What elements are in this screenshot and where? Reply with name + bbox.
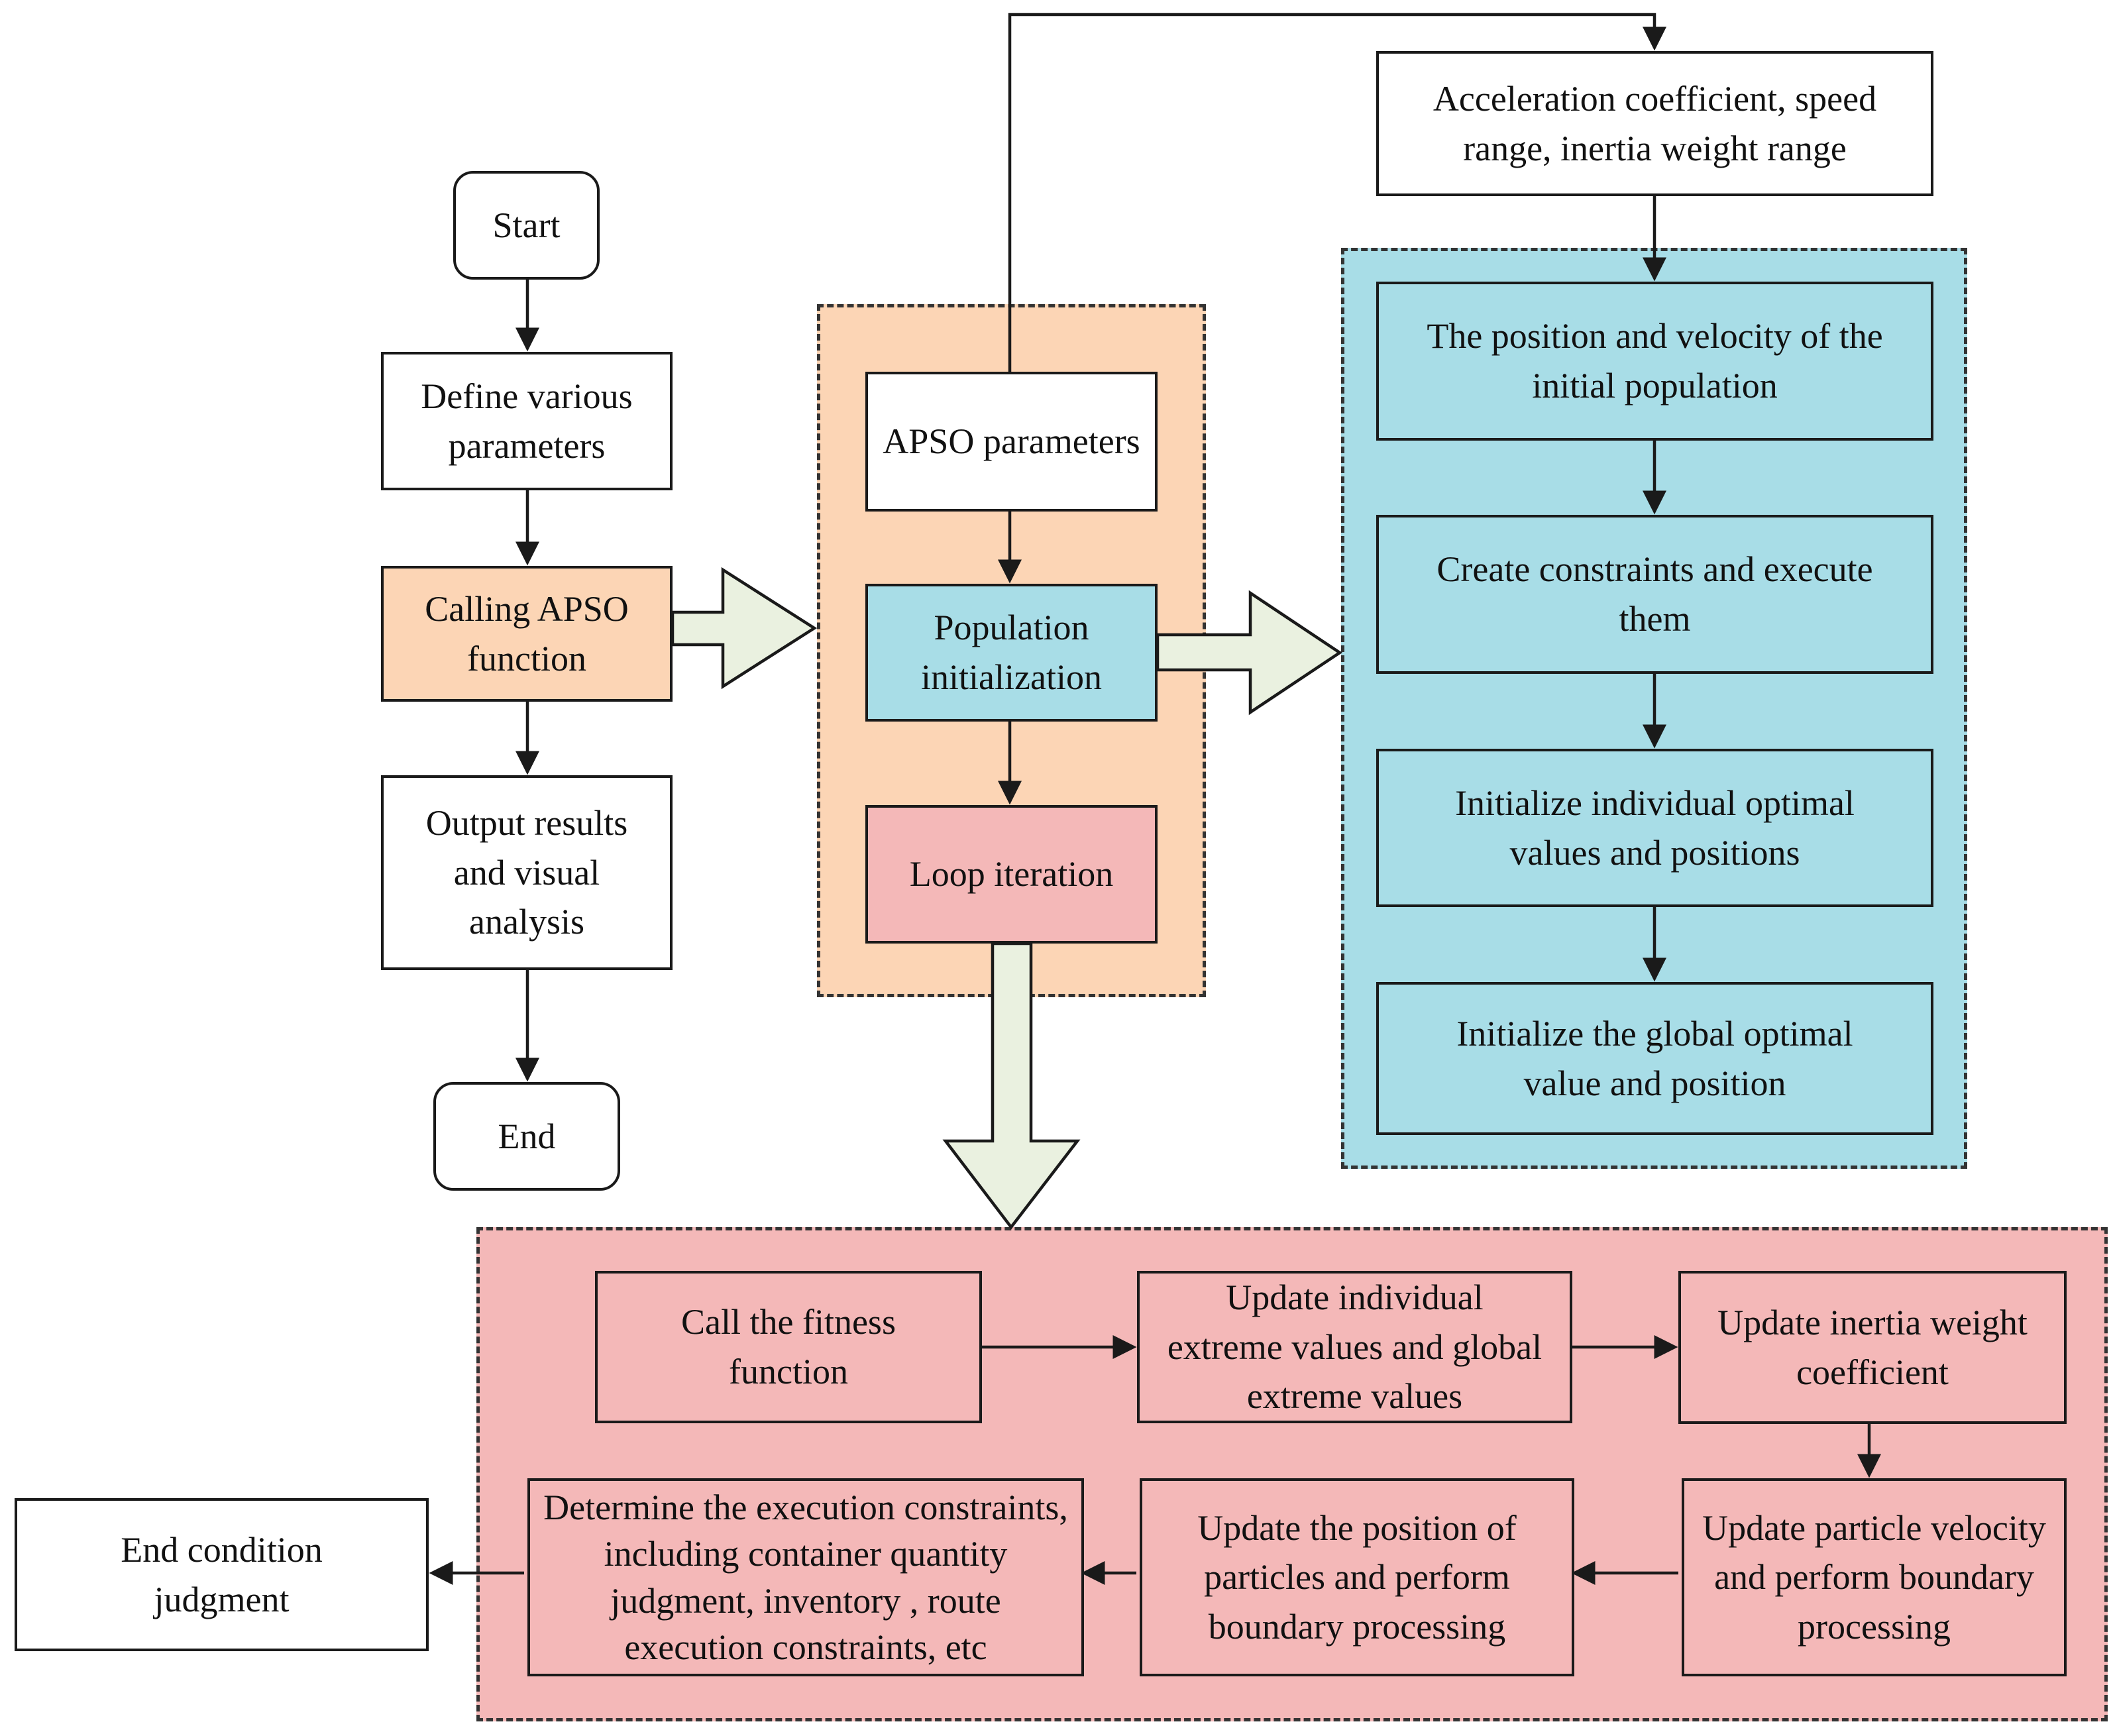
define-parameters-node: Define various parameters <box>381 352 673 490</box>
initialize-individual-optimal-node: Initialize individual optimal values and… <box>1376 749 1933 907</box>
big-arrow-calling-to-apso <box>671 567 818 690</box>
start-node: Start <box>453 171 600 280</box>
output-results-node: Output results and visual analysis <box>381 775 673 970</box>
determine-constraints-node: Determine the execution constraints, inc… <box>527 1478 1084 1676</box>
big-arrow-population-to-initialization <box>1156 590 1343 716</box>
update-position-node: Update the position of particles and per… <box>1140 1478 1574 1676</box>
end-condition-node: End condition judgment <box>15 1498 429 1651</box>
initialize-global-optimal-node: Initialize the global optimal value and … <box>1376 982 1933 1135</box>
update-extremes-node: Update individual extreme values and glo… <box>1137 1271 1572 1423</box>
create-constraints-node: Create constraints and execute them <box>1376 515 1933 674</box>
apso-parameters-node: APSO parameters <box>865 372 1158 512</box>
update-velocity-node: Update particle velocity and perform bou… <box>1682 1478 2067 1676</box>
acceleration-coefficient-node: Acceleration coefficient, speed range, i… <box>1376 51 1933 196</box>
big-arrow-loop-to-iteration <box>942 942 1081 1230</box>
initial-position-velocity-node: The position and velocity of the initial… <box>1376 282 1933 441</box>
population-initialization-node: Population initialization <box>865 584 1158 722</box>
calling-apso-node: Calling APSO function <box>381 566 673 702</box>
end-node: End <box>433 1082 620 1191</box>
loop-iteration-node: Loop iteration <box>865 805 1158 944</box>
arrow-apso-to-accel <box>1008 13 1666 372</box>
update-inertia-node: Update inertia weight coefficient <box>1678 1271 2067 1424</box>
call-fitness-node: Call the fitness function <box>595 1271 982 1423</box>
